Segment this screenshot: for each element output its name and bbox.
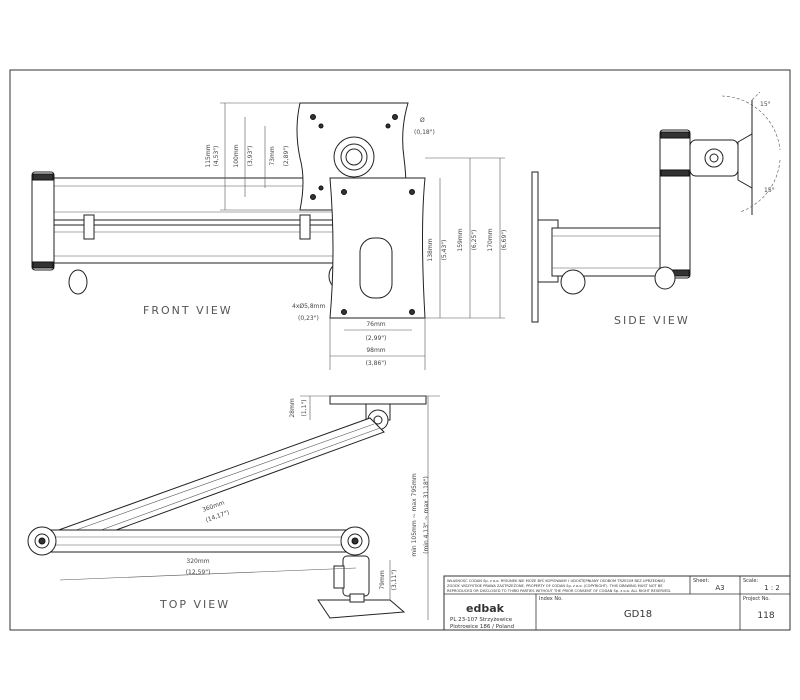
dim-73: 73mm <box>269 146 276 165</box>
project-value: 118 <box>757 611 774 621</box>
dim-115-in: (4,53") <box>213 146 220 167</box>
dim-76-in: (2,99") <box>366 335 387 342</box>
front-view-drawing <box>31 102 505 370</box>
top-dim-28-in: (1,1") <box>301 400 308 417</box>
scale-value: 1 : 2 <box>764 584 780 592</box>
project-label: Project No. <box>743 596 770 602</box>
top-dim-79: 79mm <box>379 570 386 589</box>
index-label: Index No. <box>539 596 563 602</box>
title-block <box>443 575 791 631</box>
address-line-1: PL 23-107 Strzyżewice <box>450 617 513 623</box>
legal-line-2: ZGODY. WSZYSTKIE PRAWA ZASTRZEŻONE. PROP… <box>447 583 663 588</box>
dim-98: 98mm <box>366 347 385 354</box>
dim-170-in: (6,69") <box>501 230 508 251</box>
dim-76: 76mm <box>366 321 385 328</box>
dim-138-in: (5,43") <box>441 240 448 261</box>
sheet-value: A3 <box>715 584 724 592</box>
top-dim-79-in: (3,11") <box>391 570 398 591</box>
scale-label: Scale: <box>743 578 758 584</box>
side-angle-top: 15° <box>760 101 771 108</box>
top-dim-reach: min 105mm ~ max 795mm <box>411 473 418 556</box>
sheet-label: Sheet: <box>693 578 709 584</box>
dim-100: 100mm <box>233 144 240 167</box>
side-angle-bottom: 15° <box>764 187 775 194</box>
top-dim-320-in: (12,59") <box>186 569 211 576</box>
front-view-label: FRONT VIEW <box>143 304 233 317</box>
top-view-drawing <box>27 395 440 620</box>
address-line-2: Piotrowice 186 / Poland <box>450 624 514 630</box>
dim-slot: 4xØ5,8mm <box>292 303 325 310</box>
top-dim-28: 28mm <box>289 398 296 417</box>
dim-170: 170mm <box>487 228 494 251</box>
top-view-label: TOP VIEW <box>159 598 230 611</box>
dim-hole-in: (0,18") <box>414 129 435 136</box>
dim-115: 115mm <box>205 144 212 167</box>
index-value: GD18 <box>624 609 652 620</box>
dim-100-in: (3,93") <box>247 146 254 167</box>
dim-159-in: (6,25") <box>471 230 478 251</box>
legal-line-3: REPRODUCED OR DISCLOSED TO THIRD PARTIES… <box>447 589 671 593</box>
dim-hole: Ø <box>420 117 425 124</box>
side-view-drawing <box>531 91 781 323</box>
dim-159: 159mm <box>457 228 464 251</box>
company-logo: edbak <box>466 602 505 615</box>
top-dim-320: 320mm <box>186 558 209 565</box>
legal-line-1: WŁASNOŚĆ CODAN Sp. z o.o. RYSUNEK NIE MO… <box>447 578 665 583</box>
dim-73-in: (2,89") <box>283 146 290 167</box>
dim-slot-in: (0,23") <box>298 315 319 322</box>
top-dim-reach-in: (min 4,13" ~ max 31,18") <box>423 476 430 554</box>
dim-98-in: (3,86") <box>366 360 387 367</box>
dim-138: 138mm <box>427 238 434 261</box>
side-view-label: SIDE VIEW <box>614 314 690 327</box>
drawing-border <box>9 69 791 631</box>
